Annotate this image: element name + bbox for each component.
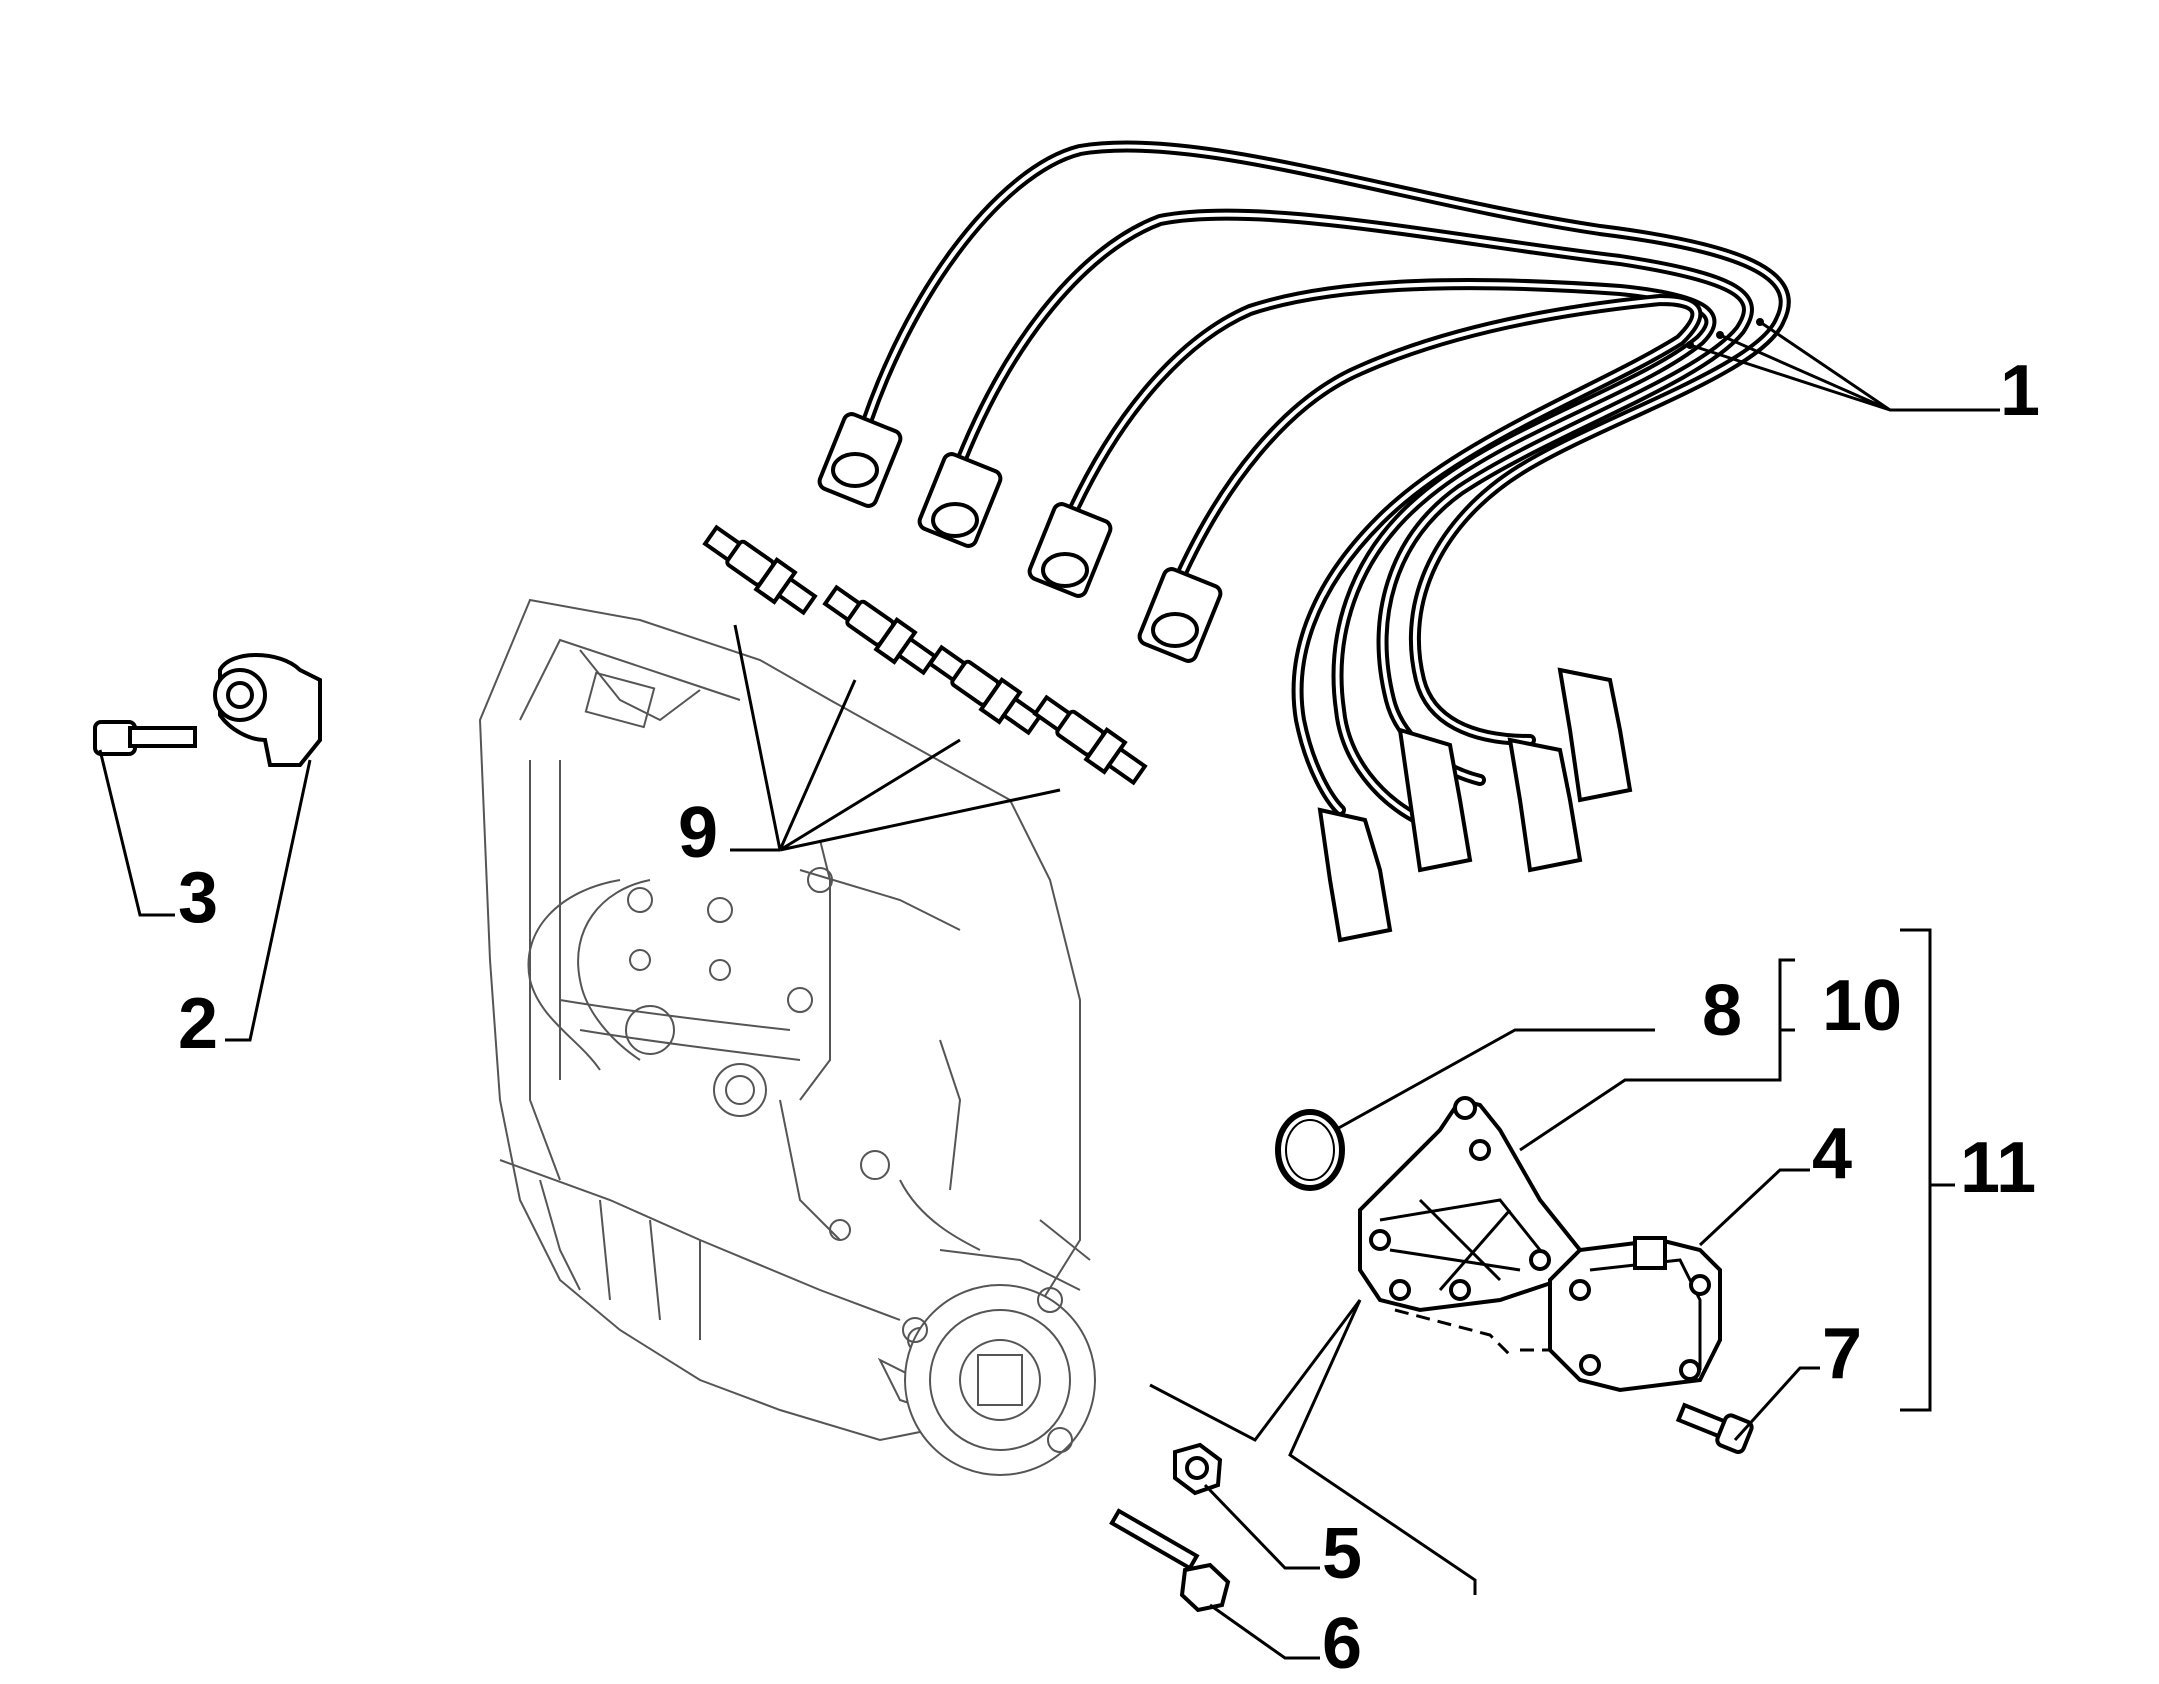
- callout-8: 8: [1702, 971, 1742, 1051]
- ignition-coil-icon: [1394, 1236, 1722, 1393]
- callout-3: 3: [178, 858, 218, 938]
- callout-7: 7: [1822, 1314, 1862, 1394]
- knock-sensor-icon: [213, 653, 322, 767]
- hex-nut-icon: [1173, 1442, 1223, 1496]
- callout-11: 11: [1960, 1128, 2036, 1208]
- callout-1: 1: [2000, 351, 2040, 431]
- callout-9: 9: [678, 793, 718, 873]
- callout-5: 5: [1322, 1514, 1362, 1594]
- callout-6: 6: [1322, 1604, 1362, 1684]
- coil-bracket-icon: [1358, 1096, 1583, 1313]
- engine-block-icon: [478, 598, 1096, 1476]
- callout-4: 4: [1812, 1114, 1852, 1194]
- sensor-bolt-icon: [93, 720, 197, 756]
- o-ring-icon: [1275, 1109, 1345, 1191]
- ignition-cable-set-icon: [817, 140, 1791, 943]
- callout-2: 2: [178, 984, 218, 1064]
- coil-screw-icon: [1675, 1402, 1754, 1454]
- leader-lines: [98, 320, 2000, 1660]
- spark-plug-icon: [702, 524, 1148, 786]
- callout-labels: 1 2 3 4 5 6 7 8 9 10 11: [178, 351, 2040, 1684]
- stud-bolt-icon: [1109, 1508, 1231, 1613]
- callout-10: 10: [1822, 966, 1902, 1046]
